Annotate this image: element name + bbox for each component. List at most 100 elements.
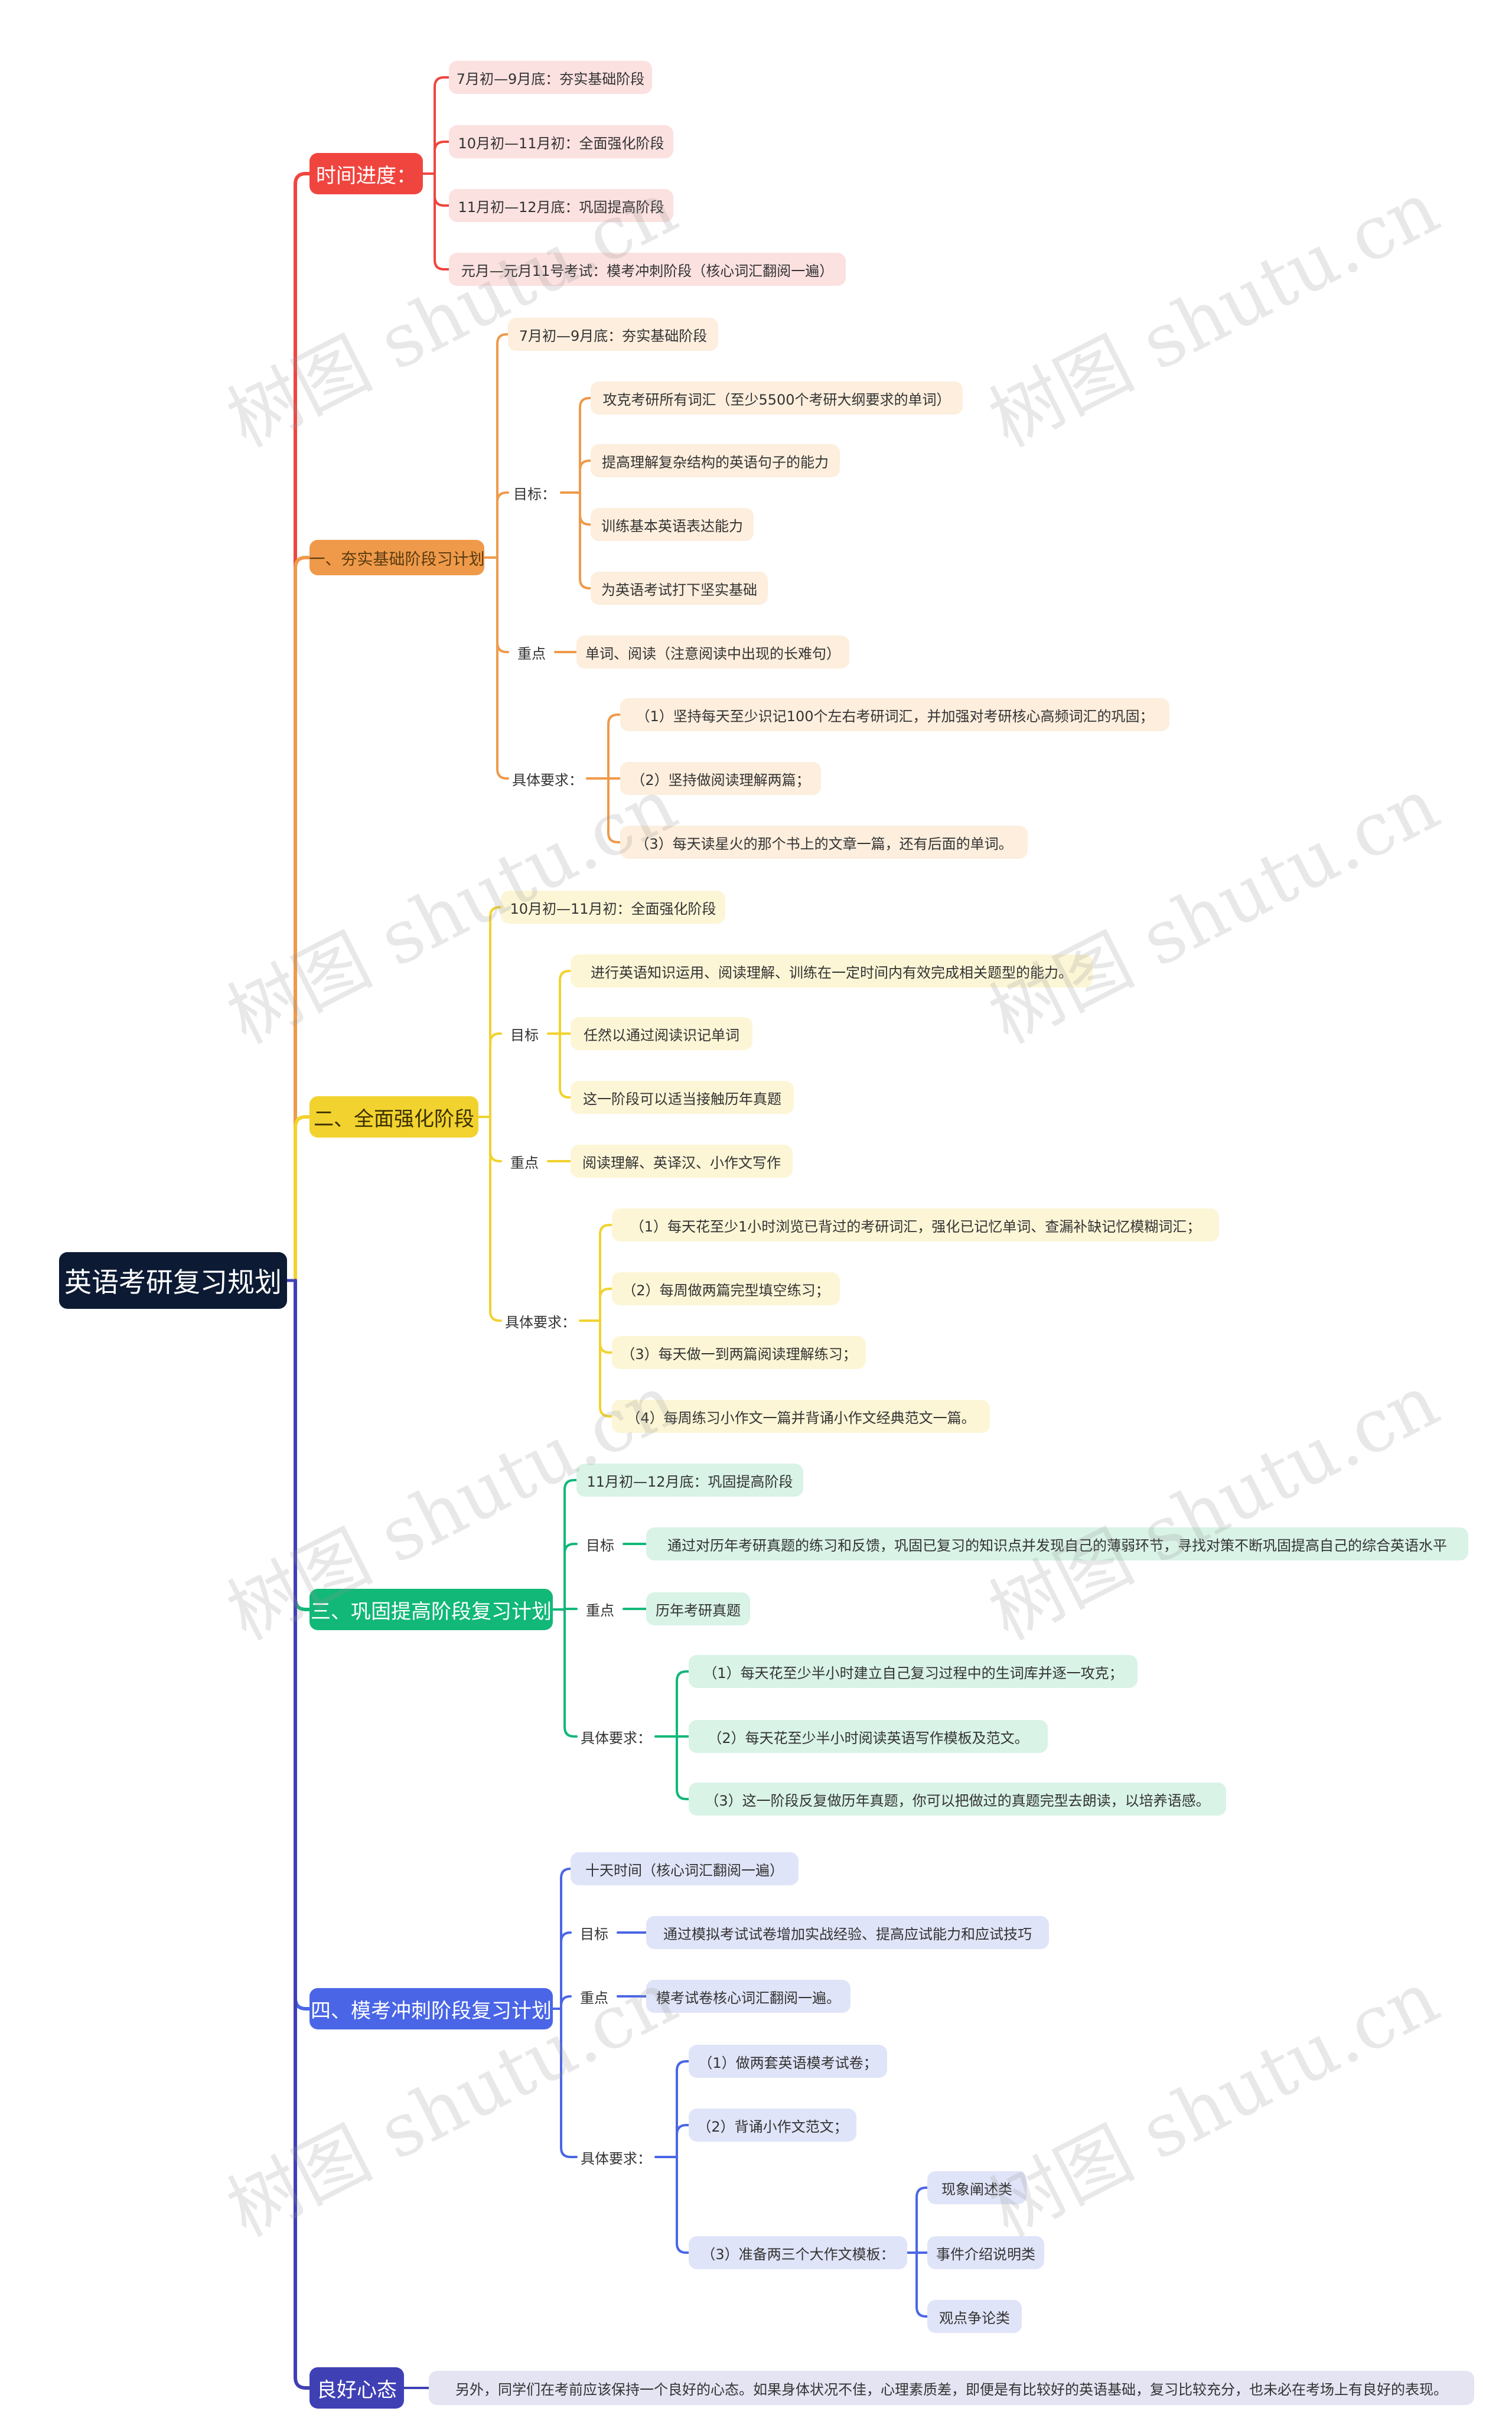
intensive-goal[interactable]: 进行英语知识运用、阅读理解、训练在一定时间内有效完成相关题型的能力。 [571, 954, 1093, 988]
sprint-req[interactable]: （3）准备两三个大作文模板： [689, 2236, 907, 2269]
connector [676, 2060, 690, 2158]
connector [915, 2187, 928, 2254]
connector [434, 172, 450, 271]
connector [434, 76, 450, 175]
schedule-item[interactable]: 10月初—11月初：全面强化阶段 [449, 125, 673, 158]
connector [559, 970, 572, 1035]
connector [294, 556, 311, 1282]
connector [563, 1608, 578, 1738]
sprint-focus-label[interactable]: 重点 [580, 1989, 608, 2006]
connector [294, 1279, 311, 2011]
connector [563, 1543, 578, 1611]
connector [434, 172, 450, 207]
foundation-focus[interactable]: 单词、阅读（注意阅读中出现的长难句） [576, 636, 849, 669]
connector [489, 906, 502, 1118]
intensive-goal-label[interactable]: 目标 [510, 1027, 539, 1044]
sprint-goal[interactable]: 通过模拟考试试卷增加实战经验、提高应试能力和应试技巧 [646, 1916, 1049, 1949]
connector [607, 713, 621, 780]
sprint-focus[interactable]: 模考试卷核心词汇翻阅一遍。 [646, 1980, 850, 2013]
connector [599, 1319, 613, 1354]
connector [676, 2156, 690, 2254]
connector [496, 491, 509, 559]
foundation-goal[interactable]: 提高理解复杂结构的英语句子的能力 [591, 444, 840, 477]
connector [294, 172, 311, 1282]
connector [560, 1995, 572, 2010]
root-node[interactable]: 英语考研复习规划 [59, 1252, 287, 1309]
connector [607, 777, 621, 843]
intensive-goal[interactable]: 这一阶段可以适当接触历年真题 [571, 1081, 794, 1114]
consolidate-goal-label[interactable]: 目标 [586, 1537, 614, 1554]
consolidate-req[interactable]: （3）这一阶段反复做历年真题，你可以把做过的真题完型去朗读，以培养语感。 [689, 1783, 1226, 1816]
sprint-goal-label[interactable]: 目标 [580, 1925, 608, 1943]
consolidate-goal[interactable]: 通过对历年考研真题的练习和反馈，巩固已复习的知识点并发现自己的薄弱环节，寻找对策… [646, 1527, 1468, 1560]
foundation-req[interactable]: （2）坚持做阅读理解两篇； [620, 762, 821, 795]
foundation-req-label[interactable]: 具体要求： [512, 771, 583, 788]
intensive-req[interactable]: （3）每天做一到两篇阅读理解练习； [612, 1336, 866, 1369]
essay-template[interactable]: 现象阐述类 [927, 2171, 1027, 2204]
connector [915, 2251, 928, 2318]
connector [579, 491, 592, 526]
foundation-goal[interactable]: 训练基本英语表达能力 [591, 508, 754, 541]
foundation-req[interactable]: （3）每天读星火的那个书上的文章一篇，还有后面的单词。 [620, 826, 1028, 859]
connector [599, 1319, 613, 1418]
consolidate-focus-label[interactable]: 重点 [586, 1602, 614, 1619]
connector [496, 556, 509, 780]
intensive-req[interactable]: （4）每周练习小作文一篇并背诵小作文经典范文一篇。 [612, 1400, 990, 1433]
connector [489, 1032, 502, 1118]
consolidate-req-label[interactable]: 具体要求： [581, 1729, 651, 1747]
intensive-period[interactable]: 10月初—11月初：全面强化阶段 [501, 891, 725, 924]
connector [560, 2008, 578, 2158]
mindset-text[interactable]: 另外，同学们在考前应该保持一个良好的心态。如果身体状况不佳，心理素质差，即便是有… [429, 2371, 1474, 2405]
sprint-period[interactable]: 十天时间（核心词汇翻阅一遍） [571, 1852, 799, 1885]
connector [579, 460, 592, 494]
connector [489, 1116, 502, 1322]
schedule-item[interactable]: 7月初—9月底：夯实基础阶段 [449, 61, 652, 94]
consolidate-req[interactable]: （1）每天花至少半小时建立自己复习过程中的生词库并逐一攻克； [689, 1655, 1138, 1688]
section-mindset[interactable]: 良好心态 [309, 2367, 404, 2409]
sprint-req[interactable]: （1）做两套英语模考试卷； [689, 2045, 887, 2078]
section-schedule[interactable]: 时间进度： [309, 153, 423, 194]
connector [579, 491, 592, 589]
schedule-item[interactable]: 11月初—12月底：巩固提高阶段 [449, 189, 673, 222]
foundation-goal[interactable]: 攻克考研所有词汇（至少5500个考研大纲要求的单词） [591, 382, 963, 415]
connector [294, 1115, 311, 1282]
section-intensive[interactable]: 二、全面强化阶段 [309, 1096, 478, 1138]
connector [676, 2124, 690, 2158]
connector [496, 556, 509, 653]
intensive-focus-label[interactable]: 重点 [510, 1154, 539, 1171]
essay-template[interactable]: 事件介绍说明类 [927, 2236, 1044, 2269]
connector [579, 397, 592, 494]
schedule-item[interactable]: 元月—元月11号考试：模考冲刺阶段（核心词汇翻阅一遍） [449, 253, 846, 286]
intensive-goal[interactable]: 任然以通过阅读识记单词 [571, 1017, 752, 1050]
section-sprint[interactable]: 四、模考冲刺阶段复习计划 [309, 1988, 553, 2029]
foundation-goal[interactable]: 为英语考试打下坚实基础 [591, 572, 768, 605]
consolidate-period[interactable]: 11月初—12月底：巩固提高阶段 [576, 1464, 803, 1497]
intensive-req[interactable]: （1）每天花至少1小时浏览已背过的考研词汇，强化已记忆单词、查漏补缺记忆模糊词汇… [612, 1208, 1219, 1242]
foundation-focus-label[interactable]: 重点 [517, 645, 546, 662]
consolidate-req[interactable]: （2）每天花至少半小时阅读英语写作模板及范文。 [689, 1720, 1048, 1753]
consolidate-focus[interactable]: 历年考研真题 [646, 1592, 750, 1625]
foundation-req[interactable]: （1）坚持每天至少识记100个左右考研词汇，并加强对考研核心高频词汇的巩固； [620, 698, 1169, 731]
connector [676, 1670, 690, 1738]
connector [676, 1735, 690, 1800]
section-foundation[interactable]: 一、夯实基础阶段习计划 [309, 540, 485, 575]
connector [563, 1479, 578, 1611]
intensive-req-label[interactable]: 具体要求： [505, 1314, 576, 1331]
intensive-focus[interactable]: 阅读理解、英译汉、小作文写作 [571, 1145, 793, 1178]
foundation-period[interactable]: 7月初—9月底：夯实基础阶段 [508, 318, 718, 351]
connector [599, 1224, 613, 1322]
section-consolidate[interactable]: 三、巩固提高阶段复习计划 [309, 1589, 553, 1630]
connector [294, 1279, 311, 2390]
intensive-req[interactable]: （2）每周做两篇完型填空练习； [612, 1272, 840, 1305]
connector [434, 141, 450, 175]
connector [294, 1279, 311, 1611]
sprint-req[interactable]: （2）背诵小作文范文； [689, 2109, 856, 2142]
sprint-req-label[interactable]: 具体要求： [581, 2150, 651, 2167]
connector [559, 1032, 572, 1099]
essay-template[interactable]: 观点争论类 [927, 2300, 1022, 2333]
foundation-goal-label[interactable]: 目标： [513, 486, 556, 503]
connector [599, 1288, 613, 1322]
connector [496, 333, 509, 559]
